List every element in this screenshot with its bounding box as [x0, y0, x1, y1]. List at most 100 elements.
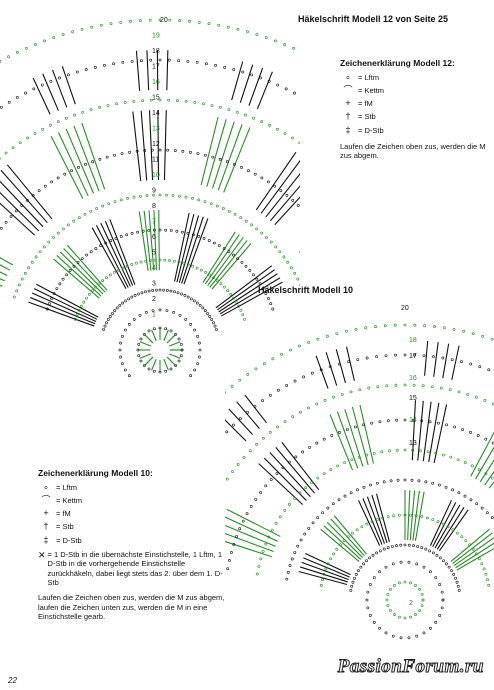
chain-stitch: [369, 483, 372, 487]
chain-stitch: [395, 418, 399, 422]
watermark-logo: PassionForum.ru: [337, 656, 484, 678]
chain-stitch: [181, 230, 184, 234]
chain-stitch: [177, 337, 181, 341]
row-number-label: 6: [152, 234, 156, 241]
chain-stitch: [75, 313, 79, 317]
treble-stitch: [366, 496, 385, 544]
chain-stitch: [380, 450, 384, 454]
treble-stitch: [220, 281, 283, 317]
chain-stitch: [65, 273, 68, 277]
chain-stitch: [289, 348, 292, 352]
chain-stitch: [421, 384, 425, 388]
chain-stitch: [396, 478, 400, 482]
treble-stitch: [183, 218, 209, 285]
chain-stitch: [235, 110, 239, 114]
chain-stitch: [246, 372, 250, 376]
chain-stitch: [383, 324, 387, 328]
chain-stitch: [133, 294, 137, 297]
chain-stitch: [460, 360, 463, 364]
chain-stitch: [389, 588, 392, 591]
chain-stitch: [137, 342, 141, 346]
chain-stitch: [386, 515, 390, 519]
treble-stitch: [414, 491, 425, 542]
treble-stitch: [178, 215, 200, 283]
chain-stitch: [469, 430, 472, 434]
treble-stitch: [100, 222, 131, 287]
treble-stitch: [225, 540, 273, 558]
chain-stitch: [143, 364, 146, 367]
chain-stitch: [119, 20, 123, 24]
chain-stitch: [238, 378, 242, 382]
chain-stitch: [158, 98, 162, 102]
treble-stitch: [258, 463, 303, 505]
chain-stitch: [244, 113, 247, 117]
chain-stitch: [446, 525, 450, 529]
chain-stitch: [336, 464, 340, 468]
chain-stitch: [331, 502, 335, 506]
chain-stitch: [42, 245, 46, 249]
chain-stitch: [33, 132, 37, 135]
chain-stitch: [144, 311, 148, 314]
chain-stitch: [207, 22, 211, 26]
chain-stitch: [386, 593, 390, 596]
chain-stitch: [283, 509, 287, 512]
chain-stitch: [89, 250, 93, 254]
chain-stitch: [276, 425, 279, 429]
row-number-label: 8: [152, 203, 156, 210]
chain-stitch: [222, 247, 226, 250]
chain-stitch: [202, 102, 205, 106]
chain-stitch: [403, 383, 407, 387]
treble-stitch: [470, 431, 494, 477]
chain-stitch: [269, 240, 273, 244]
chain-stitch: [335, 547, 339, 551]
chain-stitch: [169, 289, 173, 293]
chain-stitch: [273, 184, 277, 188]
chain-stitch: [258, 282, 262, 286]
chain-stitch: [75, 70, 79, 74]
chain-stitch: [186, 263, 190, 266]
chain-stitch: [246, 410, 249, 414]
chain-stitch: [456, 531, 459, 535]
chain-stitch: [151, 309, 155, 313]
treble-stitch: [151, 329, 157, 341]
chain-stitch: [127, 297, 131, 301]
chain-stitch: [56, 120, 60, 124]
chain-stitch: [105, 155, 109, 159]
chain-stitch: [179, 342, 183, 346]
chain-stitch: [202, 236, 206, 240]
chain-stitch: [392, 514, 396, 518]
chain-stitch: [118, 348, 122, 352]
chain-stitch: [126, 197, 129, 200]
chain-stitch: [280, 352, 283, 356]
treble-stitch: [181, 216, 204, 284]
chain-stitch: [77, 216, 81, 220]
treble-stitch: [143, 210, 152, 271]
chain-stitch: [121, 301, 125, 305]
treble-stitch: [225, 524, 276, 547]
treble-stitch: [411, 400, 417, 461]
chain-stitch: [72, 264, 76, 268]
chain-stitch: [168, 259, 171, 262]
chain-stitch: [344, 329, 348, 333]
chain-stitch: [154, 288, 158, 292]
chain-stitch: [478, 365, 482, 369]
chain-stitch: [197, 235, 201, 238]
chain-stitch: [165, 193, 168, 197]
chain-stitch: [212, 276, 215, 280]
treble-stitch: [206, 119, 227, 187]
chain-stitch: [431, 481, 435, 485]
chain-stitch: [261, 287, 265, 291]
chain-stitch: [223, 65, 227, 69]
chain-stitch: [214, 328, 218, 331]
chain-stitch: [326, 506, 330, 510]
chain-stitch: [436, 421, 440, 425]
chain-stitch: [226, 567, 230, 571]
chain-stitch: [411, 448, 415, 452]
treble-stitch: [0, 191, 40, 232]
chain-stitch: [399, 560, 403, 564]
chain-stitch: [409, 581, 412, 585]
treble-stitch: [63, 248, 106, 293]
chain-stitch: [113, 200, 117, 204]
treble-stitch: [56, 255, 102, 297]
chain-stitch: [324, 567, 328, 571]
